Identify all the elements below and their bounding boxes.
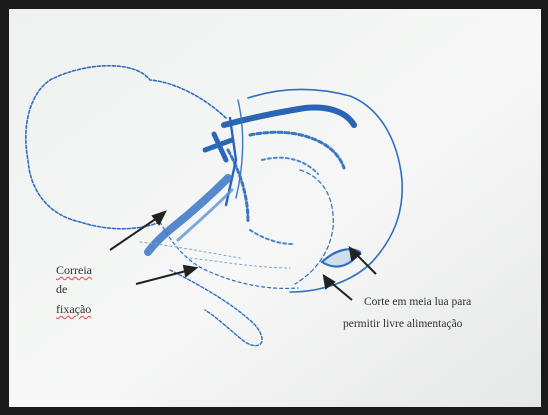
paper-sheet — [9, 9, 541, 407]
strap-label-line-2: de — [56, 281, 67, 298]
cut-label-line-2: permitir livre alimentação — [343, 316, 462, 333]
strap-label-line-1: Correia — [56, 262, 92, 279]
cut-label-line-1: Corte em meia lua para — [364, 294, 471, 311]
strap-label-line-3: fixação — [56, 301, 91, 318]
